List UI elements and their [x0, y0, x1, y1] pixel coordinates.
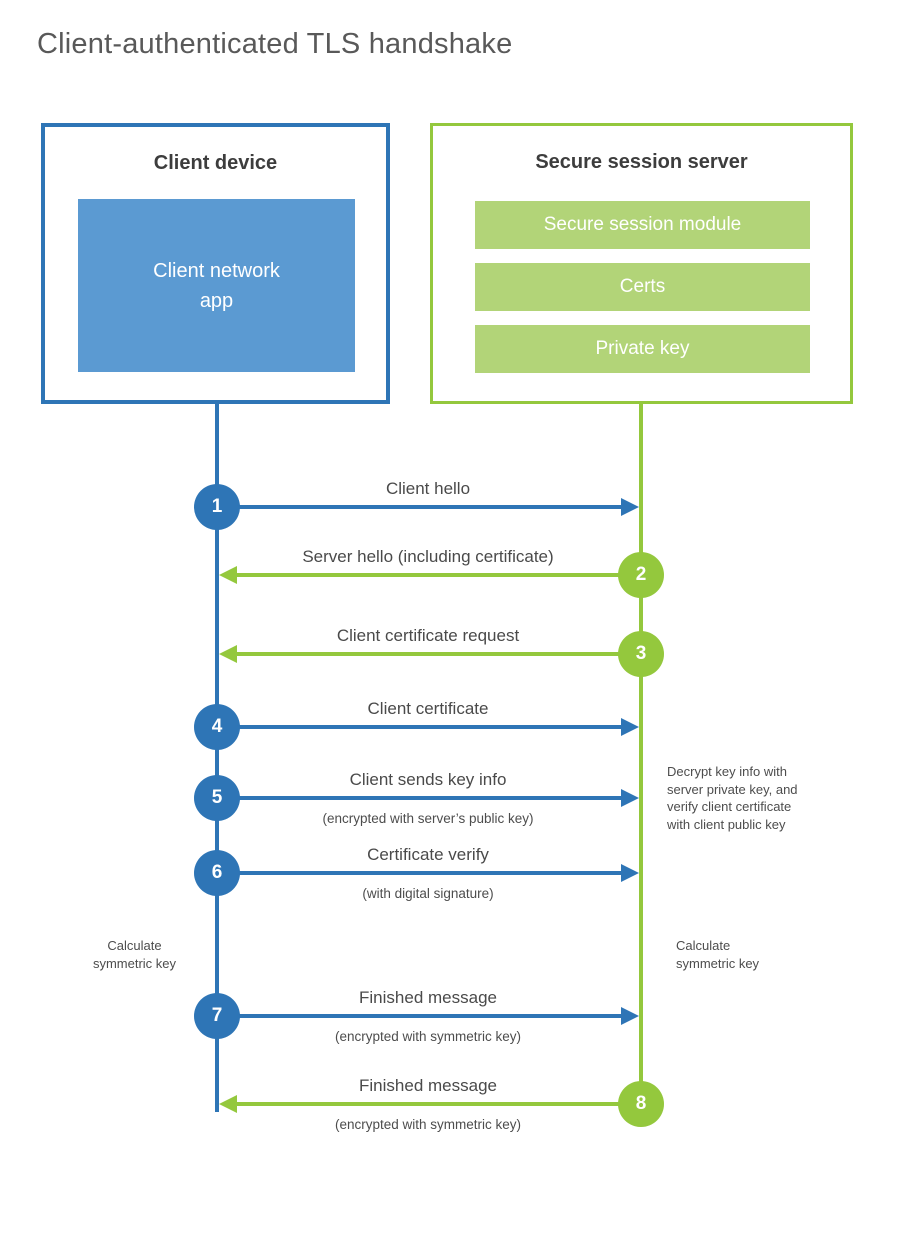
step-6-circle: 6 — [194, 850, 240, 896]
message-4-arrow — [217, 725, 623, 729]
message-8-arrowhead — [219, 1095, 237, 1113]
message-2-label: Server hello (including certificate) — [302, 547, 554, 566]
message-3-arrow — [237, 652, 641, 656]
message-6-arrowhead — [621, 864, 639, 882]
secure-session-server-box: Secure session server Secure session mod… — [430, 123, 853, 404]
client-device-title: Client device — [153, 152, 278, 174]
message-1-arrowhead — [621, 498, 639, 516]
step-3-number: 3 — [635, 643, 647, 664]
server-module-secure-session: Secure session module — [475, 201, 810, 249]
message-6-arrow — [217, 871, 623, 875]
step-1-number: 1 — [211, 496, 223, 517]
message-8-arrow — [237, 1102, 641, 1106]
step-7-number: 7 — [211, 1005, 223, 1026]
message-8-sublabel: (encrypted with symmetric key) — [334, 1117, 522, 1132]
server-lifeline — [639, 402, 643, 1104]
message-7-sublabel: (encrypted with symmetric key) — [334, 1029, 522, 1044]
server-decrypt-note: Decrypt key info with server private key… — [667, 764, 798, 832]
step-2-number: 2 — [635, 564, 647, 585]
message-7-arrowhead — [621, 1007, 639, 1025]
secure-session-server-title: Secure session server — [535, 151, 748, 173]
message-5-arrowhead — [621, 789, 639, 807]
message-2-arrowhead — [219, 566, 237, 584]
message-6-sublabel: (with digital signature) — [362, 886, 494, 901]
step-5-circle: 5 — [194, 775, 240, 821]
message-6-label: Certificate verify — [367, 845, 489, 864]
step-6-number: 6 — [211, 862, 223, 883]
message-1-arrow — [217, 505, 623, 509]
step-5-number: 5 — [211, 787, 223, 808]
server-module-private-key: Private key — [475, 325, 810, 373]
step-8-number: 8 — [635, 1093, 647, 1114]
step-7-circle: 7 — [194, 993, 240, 1039]
step-8-circle: 8 — [618, 1081, 664, 1127]
message-5-label: Client sends key info — [349, 770, 507, 789]
server-module-certs: Certs — [475, 263, 810, 311]
page-title: Client-authenticated TLS handshake — [37, 28, 513, 60]
client-lifeline — [215, 402, 219, 1112]
step-3-circle: 3 — [618, 631, 664, 677]
message-5-arrow — [217, 796, 623, 800]
message-4-arrowhead — [621, 718, 639, 736]
step-4-number: 4 — [211, 716, 223, 737]
server-calculate-symmetric-key-note: Calculate symmetric key — [676, 938, 760, 971]
step-4-circle: 4 — [194, 704, 240, 750]
message-1-label: Client hello — [385, 479, 471, 498]
client-calculate-symmetric-key-note: Calculate symmetric key — [92, 938, 177, 971]
message-3-label: Client certificate request — [336, 626, 520, 645]
client-network-app-box: Client network app — [78, 199, 355, 372]
message-2-arrow — [237, 573, 641, 577]
message-8-label: Finished message — [359, 1076, 497, 1095]
message-3-arrowhead — [219, 645, 237, 663]
step-1-circle: 1 — [194, 484, 240, 530]
client-device-box: Client device Client network app — [41, 123, 390, 404]
message-7-label: Finished message — [359, 988, 497, 1007]
message-4-label: Client certificate — [367, 699, 489, 718]
message-5-sublabel: (encrypted with server’s public key) — [322, 811, 534, 826]
step-2-circle: 2 — [618, 552, 664, 598]
message-7-arrow — [217, 1014, 623, 1018]
